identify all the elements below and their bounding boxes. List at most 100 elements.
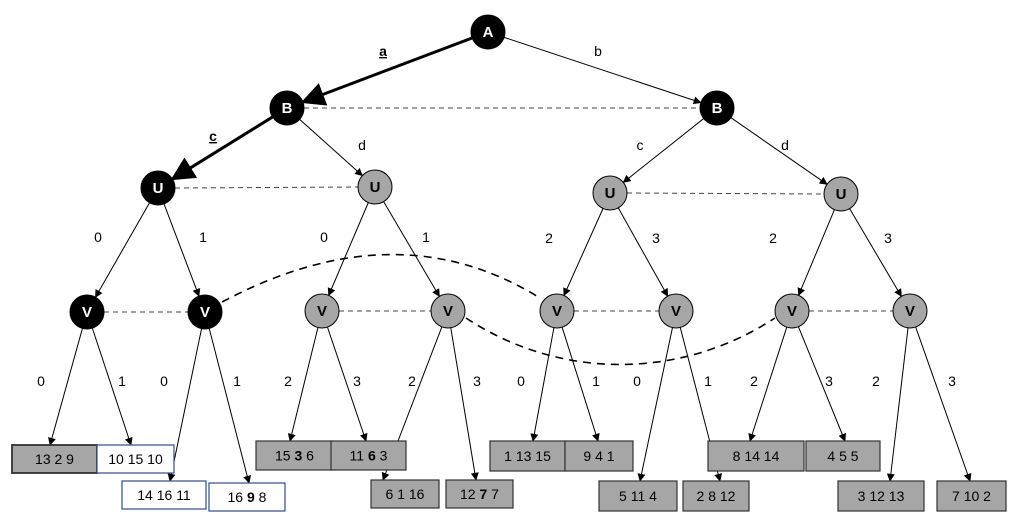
edge-label-U1-V1: 0 (94, 229, 102, 245)
leaf-payoff: 10 15 10 (108, 451, 163, 467)
leaf-box (805, 440, 881, 472)
leaf-payoff: 8 14 14 (733, 448, 780, 464)
edge-label-V5-L9: 0 (517, 373, 525, 389)
edge-V7-L14 (797, 326, 846, 442)
node-label: V (443, 303, 453, 320)
node-label: V (317, 303, 327, 320)
leaf-box (11, 444, 98, 474)
edge-label-V4-L7: 2 (408, 373, 416, 389)
leaf-L8: 12 7 7 (445, 479, 514, 509)
edge-label-B2-U4: d (781, 137, 789, 153)
leaf-box (936, 480, 1007, 512)
node-label: U (153, 180, 164, 197)
edge-U1-V2 (163, 203, 201, 297)
edge-label-V4-L8: 3 (473, 373, 481, 389)
leaf-box (837, 480, 925, 512)
node-V1: V (69, 294, 105, 330)
edge-label-V7-L13: 2 (750, 373, 758, 389)
node-circle (892, 293, 928, 329)
leaf-payoff: 2 8 12 (697, 488, 736, 504)
node-B2: B (699, 90, 735, 126)
edge-label-V8-L15: 2 (872, 373, 880, 389)
leaf-payoff: 5 11 4 (619, 488, 657, 504)
leaf-payoff: 3 12 13 (858, 488, 905, 504)
leaf-box (445, 479, 514, 509)
leaf-box (208, 482, 286, 512)
leaf-payoff: 11 6 3 (350, 448, 388, 464)
node-label: U (605, 185, 616, 202)
leaf-payoff: 1 13 15 (504, 448, 551, 464)
node-label: V (905, 303, 915, 320)
node-label: V (552, 303, 562, 320)
leaf-L15: 3 12 13 (837, 480, 925, 512)
node-U1: U (140, 170, 176, 206)
node-circle (592, 175, 628, 211)
leaf-payoff: 15 3 6 (275, 448, 314, 464)
edge-V2-L4 (208, 328, 252, 484)
leaf-L1: 13 2 9 (11, 444, 98, 474)
node-V6: V (658, 293, 694, 329)
edge-label-V2-L3: 0 (160, 373, 168, 389)
leaf-L9: 1 13 15 (489, 440, 566, 472)
node-label: B (282, 100, 293, 117)
leaf-L4: 16 9 8 (208, 482, 286, 512)
edge-label-V6-L11: 0 (633, 373, 641, 389)
edge-B2-U4 (730, 117, 828, 185)
edge-U2-V3 (327, 202, 369, 297)
edge-U4-V8 (849, 208, 902, 298)
leaf-L16: 7 10 2 (936, 480, 1007, 512)
leaf-L3: 14 16 11 (121, 480, 207, 510)
edge-label-B1-U2: d (358, 137, 366, 153)
info-set-curve-V4-V7 (465, 317, 776, 366)
edge-label-V6-L12: 1 (704, 373, 712, 389)
edge-label-U4-V7: 2 (769, 230, 777, 246)
node-circle (304, 293, 340, 329)
node-circle (699, 90, 735, 126)
leaf-L14: 4 5 5 (805, 440, 881, 472)
node-label: V (671, 303, 681, 320)
info-set-link-U3-U4 (626, 192, 825, 195)
leaf-box (489, 440, 566, 472)
edge-V7-L13 (748, 327, 788, 442)
node-circle (658, 293, 694, 329)
edge-V5-L9 (530, 327, 555, 442)
edge-label-V8-L16: 3 (948, 373, 956, 389)
leaf-L7: 6 1 16 (370, 479, 440, 509)
edge-B2-U3 (622, 118, 704, 183)
node-V2: V (187, 294, 223, 330)
edge-V8-L16 (915, 326, 972, 482)
edge-V5-L10 (561, 327, 600, 442)
leaf-payoff: 9 4 1 (583, 448, 614, 464)
edge-label-U3-V5: 2 (545, 230, 553, 246)
leaf-box (370, 479, 440, 509)
node-circle (539, 293, 575, 329)
leaf-box (598, 480, 678, 512)
edge-label-A-B1: a (379, 43, 387, 59)
leaf-payoff: 16 9 8 (228, 489, 267, 505)
edge-U3-V5 (563, 208, 604, 297)
leaf-payoff: 13 2 9 (35, 451, 74, 467)
leaf-box (564, 440, 634, 472)
node-label: V (787, 303, 797, 320)
info-set-link-U1-U2 (174, 186, 359, 189)
leaf-box (707, 440, 805, 472)
leaf-L10: 9 4 1 (564, 440, 634, 472)
node-label: V (82, 304, 92, 321)
leaf-L6: 11 6 3 (330, 440, 407, 471)
node-circle (69, 294, 105, 330)
edge-label-U1-V2: 1 (199, 229, 207, 245)
leaf-payoff: 7 10 2 (952, 488, 991, 504)
node-label: B (712, 100, 723, 117)
leaf-L11: 5 11 4 (598, 480, 678, 512)
leaf-payoff: 12 7 7 (460, 486, 499, 502)
edge-V8-L15 (886, 327, 909, 482)
leaf-L5: 15 3 6 (255, 440, 334, 471)
node-label: A (483, 24, 494, 41)
node-circle (357, 169, 393, 205)
leaf-L12: 2 8 12 (682, 480, 750, 512)
leaf-L13: 8 14 14 (707, 440, 805, 472)
edge-B1-U1 (170, 115, 274, 181)
node-circle (774, 293, 810, 329)
edge-label-A-B2: b (594, 43, 602, 59)
